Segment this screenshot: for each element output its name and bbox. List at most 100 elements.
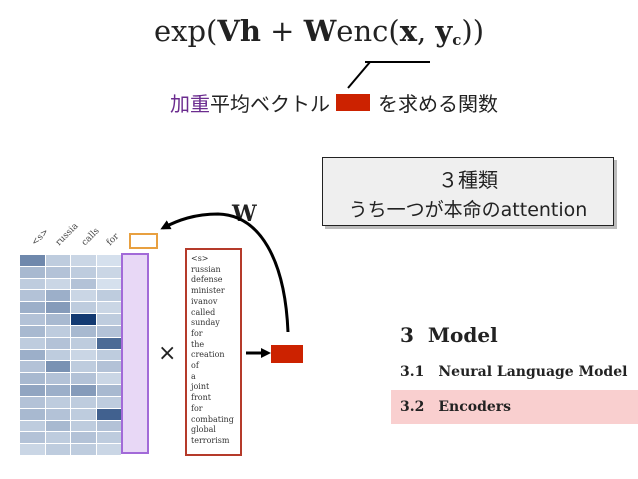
- heatmap-cell: [96, 385, 121, 396]
- red-vector-swatch: [336, 94, 370, 111]
- heatmap-cell: [20, 444, 45, 455]
- heatmap-cell: [96, 420, 121, 432]
- heatmap-cell: [20, 432, 45, 444]
- heatmap-cell: [96, 278, 121, 290]
- heatmap-cell: [96, 349, 121, 361]
- source-word: global: [191, 425, 216, 435]
- heatmap-cell: [20, 396, 45, 408]
- heatmap-cell: [71, 385, 96, 396]
- formula: exp(Vh + Wenc(x, yc)): [0, 14, 638, 49]
- heatmap-cell: [96, 396, 121, 408]
- heatmap-cell: [45, 361, 70, 373]
- heatmap-cell: [45, 278, 70, 290]
- heatmap-cell: [96, 302, 121, 314]
- heatmap-cell: [20, 408, 45, 420]
- attention-weight-column: [121, 253, 149, 454]
- heatmap-cell: [71, 314, 96, 325]
- heatmap-cell: [45, 444, 70, 455]
- formula-enc: enc(: [336, 14, 400, 48]
- heatmap-cell: [45, 290, 70, 302]
- heatmap-cell: [20, 302, 45, 314]
- output-box: [129, 233, 158, 249]
- description-average-vector: 平均ベクトル: [210, 92, 330, 116]
- formula-y: y: [435, 14, 453, 48]
- heatmap-cell: [71, 373, 96, 385]
- source-word: creation: [191, 350, 225, 360]
- source-word: russian: [191, 264, 221, 274]
- formula-v: V: [217, 14, 240, 48]
- heatmap-cell: [45, 396, 70, 408]
- heatmap-cell: [45, 337, 70, 349]
- heatmap-cell: [96, 325, 121, 337]
- source-word: defense: [191, 275, 223, 285]
- heatmap-cell: [96, 337, 121, 349]
- heatmap-cell: [45, 408, 70, 420]
- source-word: called: [191, 307, 216, 317]
- source-word: for: [191, 328, 203, 338]
- heatmap-cell: [20, 314, 45, 325]
- formula-comma: ,: [416, 14, 436, 48]
- source-word: joint: [191, 382, 210, 392]
- heatmap-cell: [96, 373, 121, 385]
- heatmap-cell: [71, 266, 96, 278]
- source-word: <s>: [191, 254, 209, 263]
- heatmap-cell: [71, 396, 96, 408]
- heatmap-cell: [20, 373, 45, 385]
- heatmap-cell: [71, 290, 96, 302]
- source-word: for: [191, 403, 203, 413]
- source-word: combating: [191, 414, 234, 424]
- pointer-line: [347, 61, 371, 89]
- heatmap-cell: [45, 373, 70, 385]
- heatmap-cell: [96, 255, 121, 266]
- description-function: を求める関数: [378, 92, 498, 116]
- heatmap-cell: [71, 255, 96, 266]
- heatmap-cell: [20, 325, 45, 337]
- formula-x: x: [399, 14, 417, 48]
- heatmap-cell: [71, 337, 96, 349]
- heatmap-cell: [71, 361, 96, 373]
- heatmap-cell: [45, 255, 70, 266]
- heatmap-cell: [45, 302, 70, 314]
- formula-h: h: [239, 14, 261, 48]
- heatmap-cell: [71, 302, 96, 314]
- description-line: 加重 平均ベクトル を求める関数: [170, 88, 498, 117]
- attention-heatmap: [20, 255, 121, 455]
- heatmap-cell: [20, 290, 45, 302]
- description-weighted: 加重: [170, 92, 210, 116]
- heatmap-cell: [71, 325, 96, 337]
- heatmap-cell: [96, 408, 121, 420]
- heatmap-cell: [71, 444, 96, 455]
- source-word: a: [191, 371, 196, 381]
- heatmap-cell: [96, 314, 121, 325]
- formula-close: )): [461, 14, 485, 48]
- formula-plus: +: [260, 14, 304, 48]
- heatmap-cell: [45, 420, 70, 432]
- source-word: minister: [191, 286, 225, 296]
- heatmap-cell: [71, 420, 96, 432]
- heatmap-cell: [45, 314, 70, 325]
- heatmap-cell: [71, 408, 96, 420]
- heatmap-cell: [20, 266, 45, 278]
- heatmap-cell: [45, 385, 70, 396]
- red-vector-block: [271, 345, 303, 363]
- source-word: of: [191, 361, 199, 371]
- heatmap-cell: [96, 361, 121, 373]
- heatmap-cell: [20, 278, 45, 290]
- callout-text: うち一つが本命のattention: [348, 199, 588, 221]
- heatmap-cell: [96, 444, 121, 455]
- heatmap-cell: [45, 325, 70, 337]
- multiply-sign: ×: [158, 341, 177, 366]
- highlight-band: [391, 390, 638, 424]
- heatmap-cell: [71, 349, 96, 361]
- source-word: sunday: [191, 318, 220, 328]
- heatmap-cell: [45, 349, 70, 361]
- heatmap-cell: [20, 255, 45, 266]
- heatmap-cell: [96, 290, 121, 302]
- heatmap-cell: [45, 432, 70, 444]
- source-word: terrorism: [191, 435, 230, 445]
- callout-box: ３種類 うち一つが本命のattention: [322, 157, 614, 226]
